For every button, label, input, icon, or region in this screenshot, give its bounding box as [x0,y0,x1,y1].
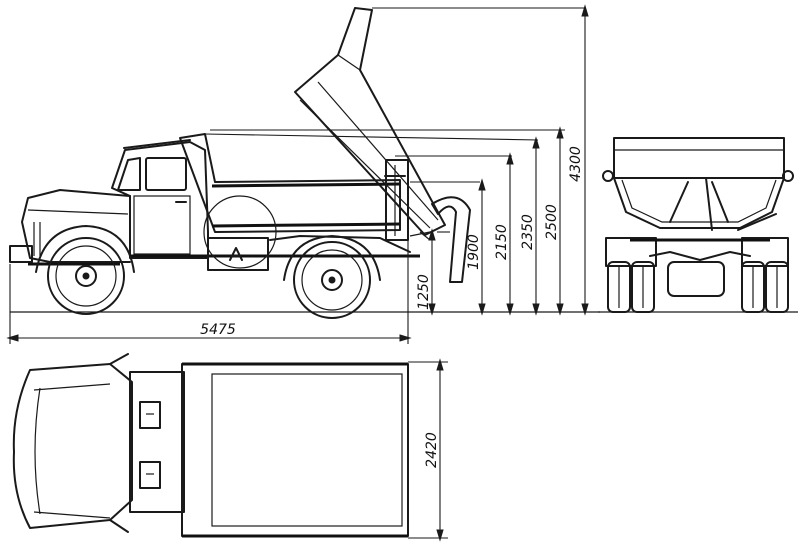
dim-2350: 2350 [520,214,536,250]
dim-1250: 1250 [416,274,432,310]
hood [9,189,131,266]
dim-2150: 2150 [494,224,510,260]
dim-4300: 4300 [568,146,584,182]
rear-wheel [283,235,381,319]
cab [111,139,209,259]
top-view [12,353,409,538]
front-wheel [35,225,135,315]
length-dimension: 5475 [6,236,412,344]
dump-body [179,133,409,241]
dim-1900: 1900 [466,234,482,270]
dim-2420: 2420 [424,432,440,468]
dim-2500: 2500 [544,204,560,240]
raised-dump-body [294,7,446,236]
rear-view [598,137,798,313]
width-dimension: 2420 [408,358,448,542]
tipping-ram [431,196,471,283]
vertical-dimensions: 1250 1900 2150 2350 2500 4300 [204,4,589,316]
dim-5475: 5475 [200,322,236,338]
